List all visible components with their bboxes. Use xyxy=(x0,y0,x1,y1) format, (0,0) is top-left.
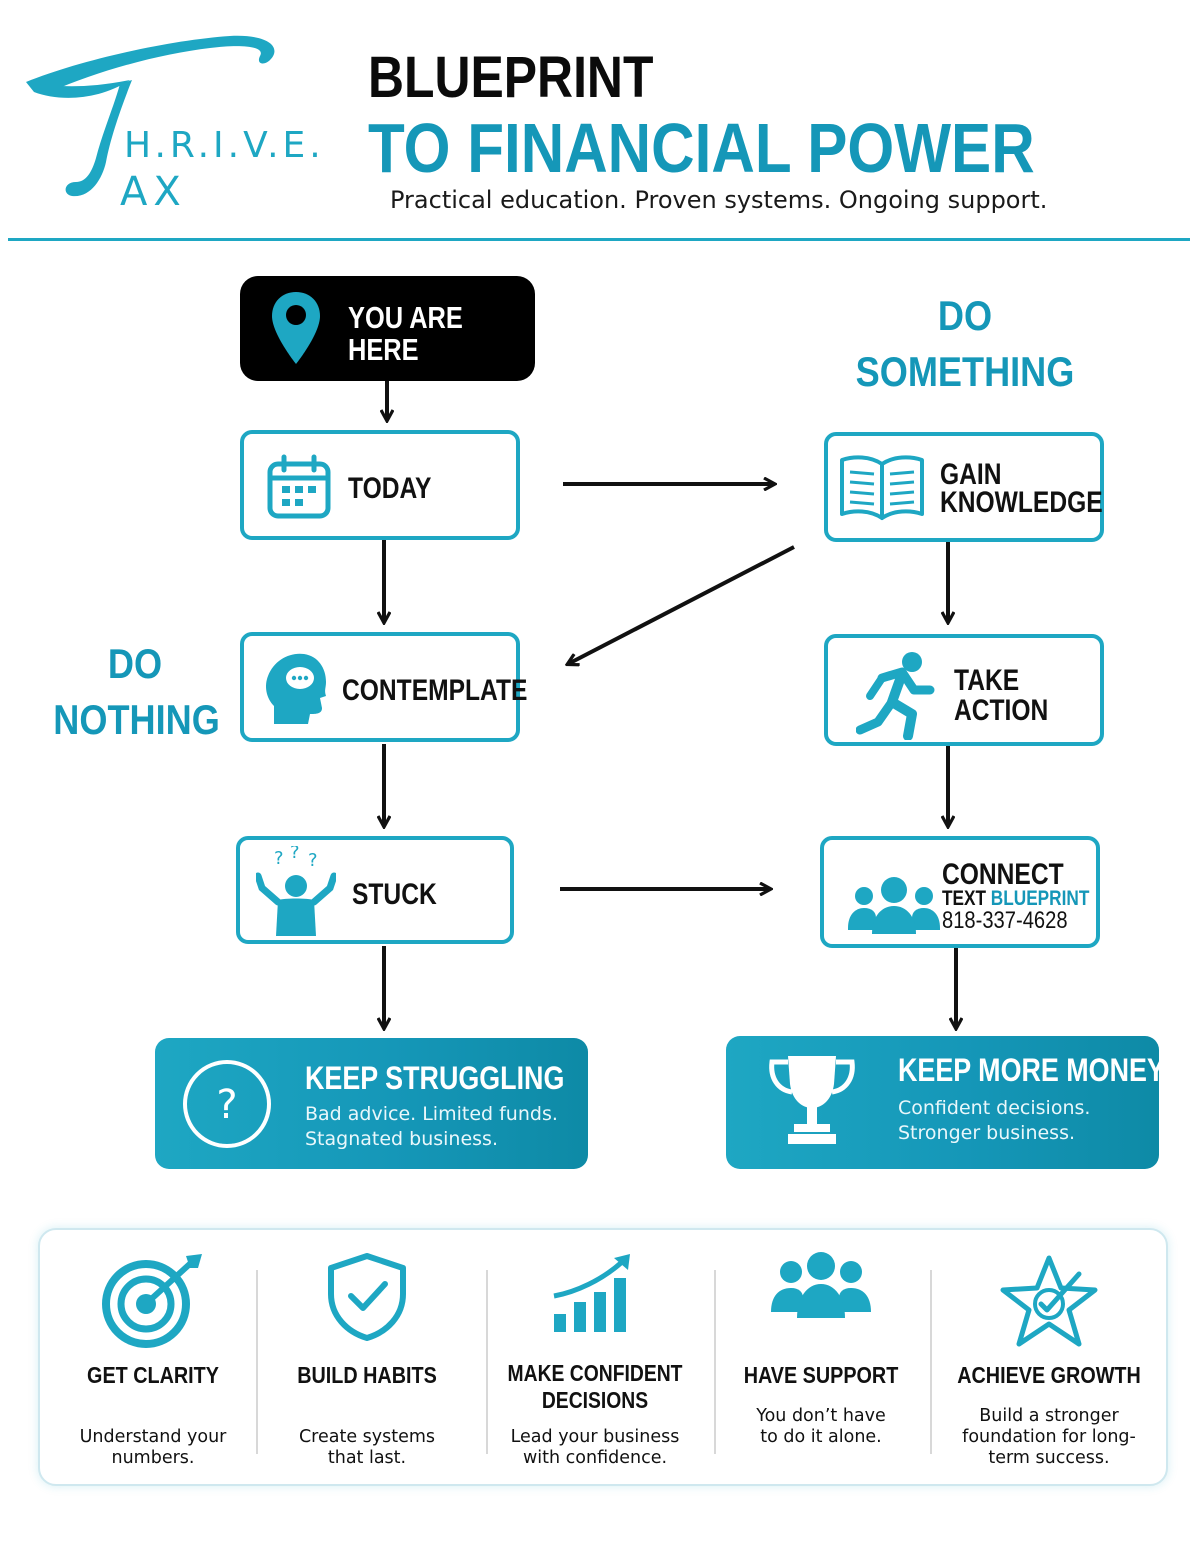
benefit-have-support-text-1: You don’t have xyxy=(756,1406,886,1426)
benefit-achieve-growth-text-3: term success. xyxy=(988,1448,1110,1468)
trophy-icon xyxy=(769,1056,855,1144)
outcome-money-title: KEEP MORE MONEY xyxy=(898,1052,1165,1088)
svg-text:?: ? xyxy=(308,850,318,871)
you-are-here-line-1: YOU ARE xyxy=(348,300,463,335)
outcome-struggle-line-2: Stagnated business. xyxy=(305,1128,498,1150)
outcome-struggle-line-1: Bad advice. Limited funds. xyxy=(305,1103,558,1125)
open-book-icon xyxy=(840,455,924,520)
benefit-divider xyxy=(256,1270,258,1454)
star-check-icon xyxy=(1000,1255,1098,1347)
step-today: TODAY xyxy=(240,430,520,540)
brand-line-2: AX xyxy=(120,169,187,215)
benefit-achieve-growth-text-2: foundation for long- xyxy=(962,1427,1136,1447)
outcome-keep-struggling: ? KEEP STRUGGLING Bad advice. Limited fu… xyxy=(155,1038,588,1169)
benefit-build-habits-title: BUILD HABITS xyxy=(297,1362,437,1388)
step-connect: CONNECT TEXT BLUEPRINT 818-337-4628 xyxy=(820,836,1100,948)
connect-text-line: TEXT BLUEPRINT xyxy=(942,888,1089,910)
calendar-icon xyxy=(267,454,331,519)
benefit-have-support-title: HAVE SUPPORT xyxy=(743,1362,899,1388)
step-take-action-line-2: ACTION xyxy=(954,694,1049,727)
runner-icon xyxy=(856,652,935,740)
benefit-divider xyxy=(486,1270,488,1454)
benefit-build-habits-text-2: that last. xyxy=(327,1448,407,1468)
benefit-have-support: HAVE SUPPORT You don’t have to do it alo… xyxy=(708,1230,934,1488)
outcome-struggle-title: KEEP STRUGGLING xyxy=(305,1060,565,1096)
benefit-achieve-growth-title: ACHIEVE GROWTH xyxy=(957,1362,1141,1388)
connect-text-prefix: TEXT xyxy=(942,887,987,910)
question-circle-icon: ? xyxy=(183,1060,271,1148)
outcome-keep-more-money: KEEP MORE MONEY Confident decisions. Str… xyxy=(726,1036,1165,1169)
you-are-here-box: YOU ARE HERE xyxy=(240,276,535,381)
benefit-achieve-growth: ACHIEVE GROWTH Build a stronger foundati… xyxy=(936,1230,1162,1488)
group-icon xyxy=(848,877,940,934)
benefit-get-clarity: GET CLARITY Understand your numbers. xyxy=(40,1230,266,1488)
step-connect-label: CONNECT xyxy=(942,858,1064,891)
benefits-strip: GET CLARITY Understand your numbers. BUI… xyxy=(38,1228,1168,1486)
svg-text:?: ? xyxy=(290,846,300,863)
step-contemplate-label: CONTEMPLATE xyxy=(342,674,528,707)
step-take-action-line-1: TAKE xyxy=(954,664,1020,697)
benefit-divider xyxy=(930,1270,932,1454)
do-nothing-line-1: DO xyxy=(107,640,163,687)
benefit-confident-decisions: MAKE CONFIDENT DECISIONS Lead your busin… xyxy=(482,1230,708,1488)
benefit-decisions-text-1: Lead your business xyxy=(510,1427,680,1447)
benefit-get-clarity-text-2: numbers. xyxy=(111,1448,195,1468)
map-pin-icon xyxy=(272,292,320,364)
benefit-achieve-growth-text-1: Build a stronger xyxy=(979,1406,1119,1426)
do-nothing-line-2: NOTHING xyxy=(53,696,220,743)
step-today-label: TODAY xyxy=(348,472,432,505)
benefit-decisions-title-2: DECISIONS xyxy=(541,1387,649,1413)
outcome-money-line-1: Confident decisions. xyxy=(898,1097,1091,1119)
growth-chart-icon xyxy=(553,1254,630,1332)
page-subtitle: TO FINANCIAL POWER xyxy=(368,109,1035,187)
brand-line-1: H.R.I.V.E. xyxy=(124,125,325,166)
page-title: BLUEPRINT xyxy=(368,45,654,110)
step-stuck-label: STUCK xyxy=(352,878,437,911)
target-icon xyxy=(102,1254,202,1348)
confused-person-icon: ? ? ? xyxy=(256,846,336,936)
do-nothing-label: DO NOTHING xyxy=(53,636,220,748)
arrow-knowledge-to-contemplate xyxy=(568,545,795,664)
benefit-build-habits-text-1: Create systems xyxy=(298,1427,436,1447)
benefit-build-habits: BUILD HABITS Create systems that last. xyxy=(254,1230,480,1488)
head-thinking-icon xyxy=(266,653,326,724)
benefit-have-support-text-2: to do it alone. xyxy=(760,1427,882,1447)
header-divider xyxy=(8,238,1190,241)
shield-check-icon xyxy=(328,1253,406,1341)
do-something-line-2: SOMETHING xyxy=(855,348,1075,395)
step-gain-knowledge: GAIN KNOWLEDGE xyxy=(824,432,1104,542)
do-something-line-1: DO xyxy=(937,292,993,339)
svg-text:?: ? xyxy=(216,1082,237,1128)
benefit-decisions-title-1: MAKE CONFIDENT xyxy=(507,1360,683,1386)
step-stuck: ? ? ? STUCK xyxy=(236,836,514,944)
outcome-money-line-2: Stronger business. xyxy=(898,1122,1076,1144)
svg-text:?: ? xyxy=(274,848,284,869)
benefit-decisions-text-2: with confidence. xyxy=(522,1448,668,1468)
connect-keyword: BLUEPRINT xyxy=(990,887,1090,910)
step-contemplate: CONTEMPLATE xyxy=(240,632,527,742)
logo-swoosh-icon xyxy=(26,35,275,197)
step-take-action: TAKE ACTION xyxy=(824,634,1104,746)
brand-logo: H.R.I.V.E. AX xyxy=(20,30,350,220)
benefit-divider xyxy=(714,1270,716,1454)
benefit-get-clarity-title: GET CLARITY xyxy=(87,1362,219,1388)
tagline: Practical education. Proven systems. Ong… xyxy=(390,186,1048,214)
team-icon xyxy=(771,1252,871,1318)
step-gain-knowledge-line-2: KNOWLEDGE xyxy=(940,486,1103,519)
you-are-here-line-2: HERE xyxy=(348,332,419,367)
step-gain-knowledge-line-1: GAIN xyxy=(940,458,1002,491)
benefit-get-clarity-text-1: Understand your xyxy=(79,1427,227,1447)
do-something-label: DO SOMETHING xyxy=(849,288,1081,400)
connect-phone[interactable]: 818-337-4628 xyxy=(942,907,1068,934)
